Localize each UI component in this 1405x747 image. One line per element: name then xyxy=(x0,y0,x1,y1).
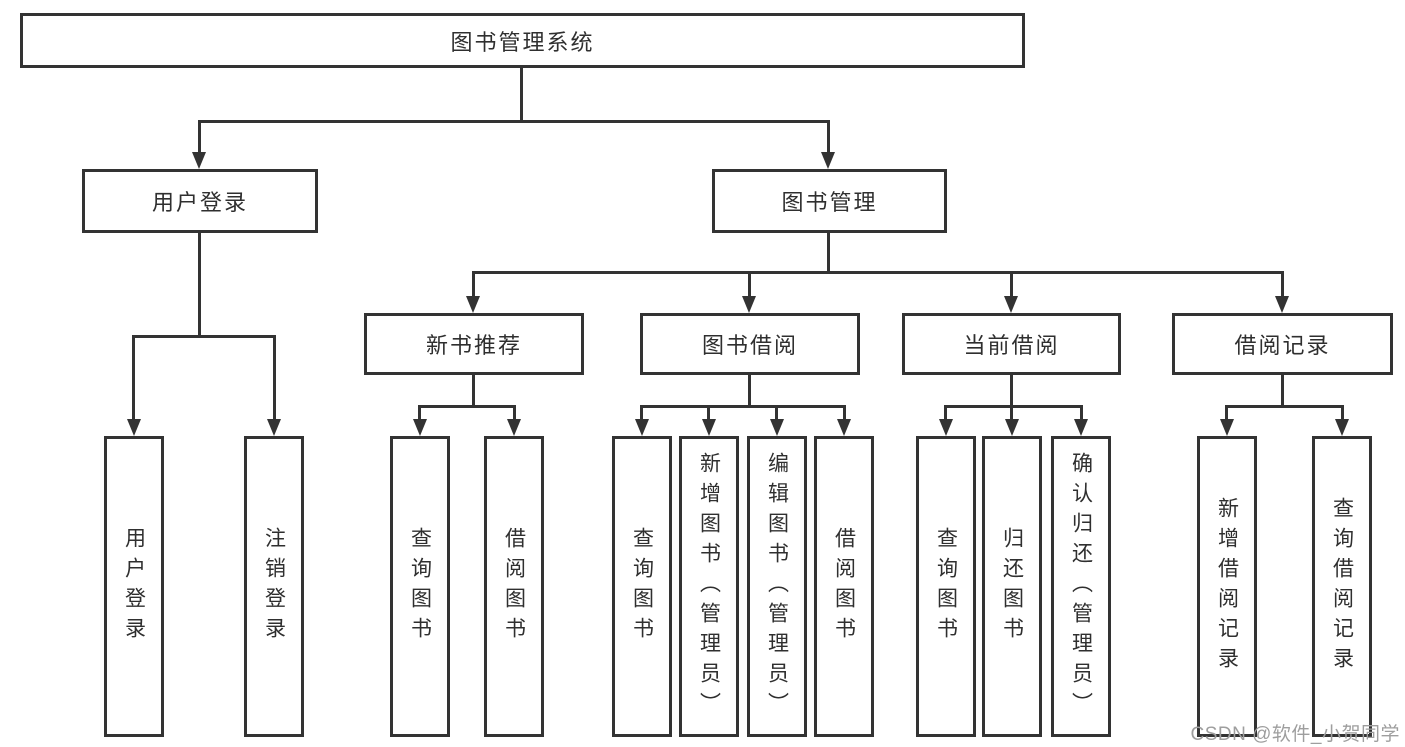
node-leaf-query-books-3: 查询图书 xyxy=(916,436,976,737)
node-label: 用户登录 xyxy=(151,190,248,215)
connector-line xyxy=(748,271,751,297)
node-leaf-edit-book-admin: 编辑图书（管理员） xyxy=(747,436,807,737)
connector-line xyxy=(132,335,276,338)
node-leaf-query-borrow-record: 查询借阅记录 xyxy=(1312,436,1372,737)
connector-line xyxy=(273,335,276,419)
connector-line xyxy=(472,375,475,405)
arrow-down-icon xyxy=(702,419,716,436)
arrow-down-icon xyxy=(837,419,851,436)
connector-line xyxy=(1281,375,1284,405)
connector-line xyxy=(775,405,778,419)
arrow-down-icon xyxy=(413,419,427,436)
connector-line xyxy=(827,120,830,153)
arrow-down-icon xyxy=(1004,296,1018,313)
connector-line xyxy=(640,405,846,408)
node-current-borrowing: 当前借阅 xyxy=(902,313,1121,375)
node-label: 查询图书 xyxy=(408,526,432,647)
node-label: 查询借阅记录 xyxy=(1330,496,1354,677)
node-library-management-system: 图书管理系统 xyxy=(20,13,1025,68)
node-label: 新书推荐 xyxy=(425,333,522,358)
connector-line xyxy=(198,120,830,123)
connector-line xyxy=(513,405,516,419)
node-book-management: 图书管理 xyxy=(712,169,947,233)
arrow-down-icon xyxy=(507,419,521,436)
connector-line xyxy=(827,233,830,271)
connector-line xyxy=(1281,271,1284,297)
node-leaf-query-books-1: 查询图书 xyxy=(390,436,450,737)
node-leaf-confirm-return-admin: 确认归还（管理员） xyxy=(1051,436,1111,737)
connector-line xyxy=(132,335,135,419)
node-label: 新增借阅记录 xyxy=(1215,496,1239,677)
node-label: 注销登录 xyxy=(262,526,286,647)
connector-line xyxy=(472,271,475,297)
node-leaf-add-book-admin: 新增图书（管理员） xyxy=(679,436,739,737)
arrow-down-icon xyxy=(267,419,281,436)
connector-line xyxy=(418,405,421,419)
connector-line xyxy=(1010,271,1013,297)
connector-line xyxy=(1341,405,1344,419)
connector-line xyxy=(472,271,1284,274)
node-leaf-user-login: 用户登录 xyxy=(104,436,164,737)
arrow-down-icon xyxy=(821,152,835,169)
node-label: 查询图书 xyxy=(630,526,654,647)
connector-line xyxy=(1080,405,1083,419)
arrow-down-icon xyxy=(1074,419,1088,436)
connector-line xyxy=(1225,405,1228,419)
connector-line xyxy=(944,405,947,419)
connector-line xyxy=(1010,405,1013,419)
node-label: 图书借阅 xyxy=(701,333,798,358)
node-new-book-recommendation: 新书推荐 xyxy=(364,313,584,375)
arrow-down-icon xyxy=(939,419,953,436)
connector-line xyxy=(520,68,523,120)
arrow-down-icon xyxy=(1275,296,1289,313)
arrow-down-icon xyxy=(635,419,649,436)
csdn-watermark: CSDN @软件_小贺同学 xyxy=(1190,724,1400,745)
connector-line xyxy=(707,405,710,419)
arrow-down-icon xyxy=(466,296,480,313)
connector-line xyxy=(418,405,516,408)
connector-line xyxy=(1010,375,1013,405)
node-label: 确认归还（管理员） xyxy=(1069,451,1093,722)
node-leaf-logout: 注销登录 xyxy=(244,436,304,737)
node-label: 图书管理 xyxy=(781,190,878,215)
connector-line xyxy=(198,120,201,153)
node-leaf-borrow-books-1: 借阅图书 xyxy=(484,436,544,737)
node-leaf-return-book: 归还图书 xyxy=(982,436,1042,737)
node-borrowing-records: 借阅记录 xyxy=(1172,313,1393,375)
node-label: 借阅图书 xyxy=(832,526,856,647)
node-label: 新增图书（管理员） xyxy=(697,451,721,722)
connector-line xyxy=(748,375,751,405)
node-label: 图书管理系统 xyxy=(450,29,595,55)
node-label: 查询图书 xyxy=(934,526,958,647)
connector-line xyxy=(198,233,201,335)
node-book-borrowing: 图书借阅 xyxy=(640,313,860,375)
node-label: 借阅记录 xyxy=(1234,333,1331,358)
node-leaf-add-borrow-record: 新增借阅记录 xyxy=(1197,436,1257,737)
connector-line xyxy=(1225,405,1344,408)
node-label: 用户登录 xyxy=(122,526,146,647)
arrow-down-icon xyxy=(1220,419,1234,436)
connector-line xyxy=(843,405,846,419)
node-label: 归还图书 xyxy=(1000,526,1024,647)
node-user-login: 用户登录 xyxy=(82,169,318,233)
arrow-down-icon xyxy=(742,296,756,313)
connector-line xyxy=(944,405,1083,408)
node-leaf-query-books-2: 查询图书 xyxy=(612,436,672,737)
arrow-down-icon xyxy=(192,152,206,169)
arrow-down-icon xyxy=(1005,419,1019,436)
connector-line xyxy=(640,405,643,419)
node-label: 借阅图书 xyxy=(502,526,526,647)
arrow-down-icon xyxy=(770,419,784,436)
node-label: 编辑图书（管理员） xyxy=(765,451,789,722)
node-leaf-borrow-books-2: 借阅图书 xyxy=(814,436,874,737)
arrow-down-icon xyxy=(127,419,141,436)
arrow-down-icon xyxy=(1335,419,1349,436)
node-label: 当前借阅 xyxy=(963,333,1060,358)
